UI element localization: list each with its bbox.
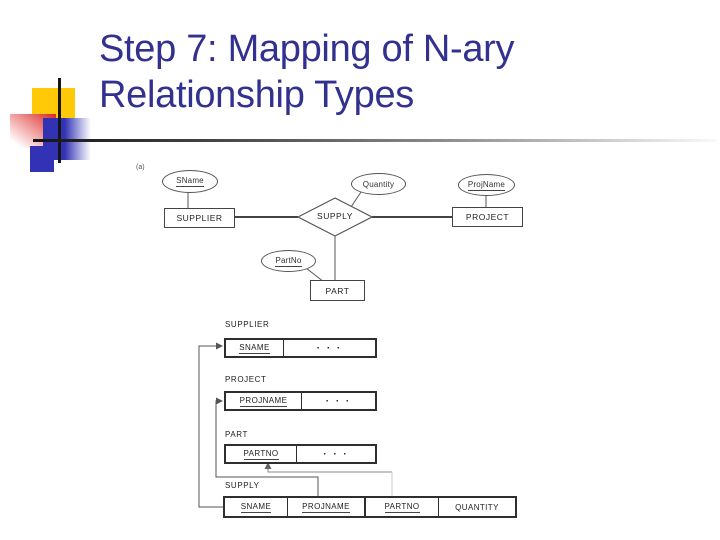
table-supplier: SNAME · · · xyxy=(224,338,377,358)
column-supply-quantity: QUANTITY xyxy=(455,502,499,512)
title-line-1: Step 7: Mapping of N-ary xyxy=(99,28,515,70)
column-supply-sname: SNAME xyxy=(240,501,272,513)
supply-diamond-shape xyxy=(296,197,374,237)
attribute-quantity-ellipse: Quantity xyxy=(351,173,406,195)
ellipsis-dots: · · · xyxy=(323,448,349,460)
attribute-sname-ellipse: SName xyxy=(162,170,218,193)
entity-supplier: SUPPLIER xyxy=(164,208,235,228)
attribute-partno-label: PartNo xyxy=(275,255,302,267)
table-project: PROJNAME · · · xyxy=(224,391,377,411)
table-supply-quantity-cell: QUANTITY xyxy=(439,498,515,516)
table-supplier-key-cell: SNAME xyxy=(226,340,284,356)
table-supplier-more-cell: · · · xyxy=(284,340,375,356)
table-project-key-cell: PROJNAME xyxy=(226,393,302,409)
relationship-supply-label: SUPPLY xyxy=(317,211,353,221)
column-projname: PROJNAME xyxy=(239,395,288,407)
table-supply-sname-cell: SNAME xyxy=(225,498,288,516)
fk-arrowhead-sname xyxy=(216,342,223,350)
slide-title: Step 7: Mapping of N-ary Relationship Ty… xyxy=(99,26,699,118)
entity-part: PART xyxy=(310,280,365,301)
table-supply-partno-cell: PARTNO xyxy=(366,498,439,516)
attribute-sname-label: SName xyxy=(176,176,204,187)
fk-arrowhead-projname xyxy=(216,397,223,405)
table-supply-projname-cell: PROJNAME xyxy=(288,498,366,516)
line-quantity-supply xyxy=(350,191,362,208)
title-divider-rule xyxy=(33,139,717,142)
ellipsis-dots: · · · xyxy=(316,342,343,354)
attribute-projname-label: ProjName xyxy=(467,179,506,191)
fk-line-sname xyxy=(198,345,223,508)
entity-project: PROJECT xyxy=(452,207,523,227)
accent-square-yellow xyxy=(32,88,75,118)
table-project-more-cell: · · · xyxy=(302,393,375,409)
column-supply-projname: PROJNAME xyxy=(302,501,350,513)
attribute-quantity-label: Quantity xyxy=(362,179,395,189)
table-supply: SNAME PROJNAME PARTNO QUANTITY xyxy=(223,496,517,518)
attribute-projname-ellipse: ProjName xyxy=(458,174,515,196)
table-name-part: PART xyxy=(225,430,248,439)
table-part: PARTNO · · · xyxy=(224,444,377,464)
figure-label: (a) xyxy=(136,164,145,171)
column-sname: SNAME xyxy=(239,342,270,354)
table-name-supply: SUPPLY xyxy=(225,481,260,490)
ellipsis-dots: · · · xyxy=(325,395,352,407)
fk-arrowhead-partno xyxy=(264,462,272,469)
table-part-key-cell: PARTNO xyxy=(226,446,297,462)
column-partno: PARTNO xyxy=(243,448,279,460)
fk-line-partno xyxy=(267,465,392,473)
attribute-partno-ellipse: PartNo xyxy=(261,250,316,272)
title-line-2: Relationship Types xyxy=(99,74,414,116)
decoration-vertical-line xyxy=(58,78,61,163)
table-name-project: PROJECT xyxy=(225,375,267,384)
line-partno-part xyxy=(305,267,325,283)
column-supply-partno: PARTNO xyxy=(384,501,420,513)
table-part-more-cell: · · · xyxy=(297,446,375,462)
table-name-supplier: SUPPLIER xyxy=(225,320,270,329)
